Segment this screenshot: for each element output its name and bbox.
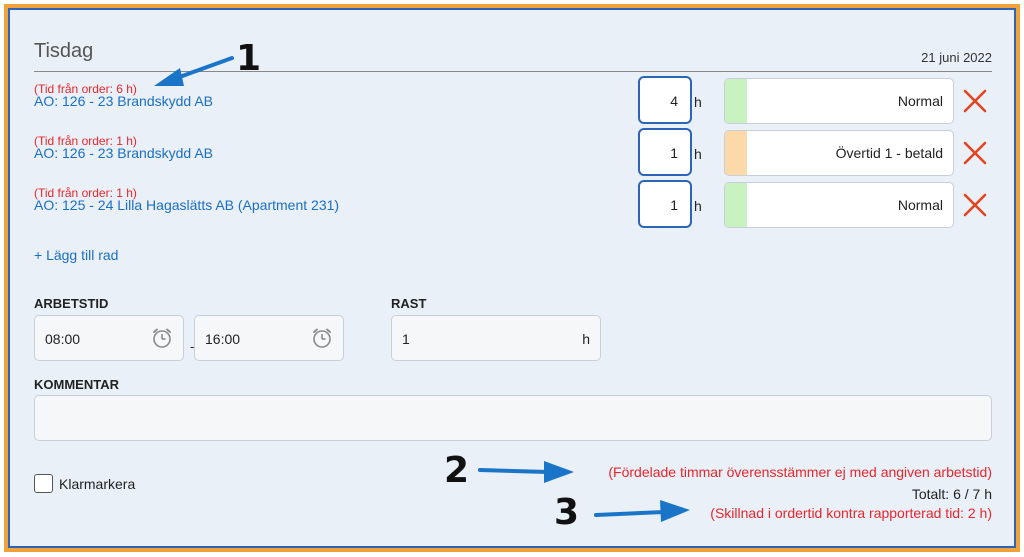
hours-unit: h <box>694 94 702 110</box>
hours-unit: h <box>694 146 702 162</box>
hours-input[interactable]: 1 <box>638 128 692 176</box>
day-card: Tisdag 21 juni 2022 (Tid från order: 6 h… <box>8 8 1016 548</box>
alarm-clock-icon[interactable] <box>311 327 333 349</box>
mismatch-warning: (Fördelade timmar överensstämmer ej med … <box>608 464 992 480</box>
comment-textarea[interactable] <box>34 395 992 441</box>
time-row: (Tid från order: 6 h) AO: 126 - 23 Brand… <box>34 76 992 132</box>
time-type-label: Normal <box>897 197 943 213</box>
day-title: Tisdag <box>34 40 94 62</box>
hours-unit: h <box>694 198 702 214</box>
break-value: 1 <box>402 331 410 347</box>
start-time-value: 08:00 <box>45 331 81 347</box>
order-link[interactable]: AO: 126 - 23 Brandskydd AB <box>34 93 213 109</box>
outer-frame: Tisdag 21 juni 2022 (Tid från order: 6 h… <box>4 4 1020 552</box>
difference-warning: (Skillnad i ordertid kontra rapporterad … <box>710 505 992 521</box>
annotation-arrow-1 <box>154 56 234 86</box>
comment-label: KOMMENTAR <box>34 377 119 392</box>
ready-label: Klarmarkera <box>59 476 136 492</box>
annotation-arrow-2 <box>478 461 574 483</box>
annotation-arrow-3 <box>594 500 690 522</box>
order-time-note: (Tid från order: 1 h) <box>34 134 137 148</box>
time-type-color <box>725 79 747 123</box>
worktime-label: ARBETSTID <box>34 296 109 311</box>
order-time-note: (Tid från order: 1 h) <box>34 186 137 200</box>
time-type-color <box>725 131 747 175</box>
alarm-clock-icon[interactable] <box>151 327 173 349</box>
annotation-number-2: 2 <box>444 450 470 491</box>
add-row-link[interactable]: + Lägg till rad <box>34 247 119 263</box>
day-date: 21 juni 2022 <box>921 50 992 65</box>
start-time-input[interactable]: 08:00 <box>34 315 184 361</box>
time-type-select[interactable]: Normal <box>724 78 954 124</box>
hours-input[interactable]: 4 <box>638 76 692 124</box>
remove-row-icon[interactable] <box>962 140 988 166</box>
break-label: RAST <box>391 296 427 311</box>
time-row: (Tid från order: 1 h) AO: 126 - 23 Brand… <box>34 128 992 184</box>
time-type-color <box>725 183 747 227</box>
remove-row-icon[interactable] <box>962 192 988 218</box>
order-link[interactable]: AO: 126 - 23 Brandskydd AB <box>34 145 213 161</box>
order-link[interactable]: AO: 125 - 24 Lilla Hagaslätts AB (Apartm… <box>34 197 340 213</box>
end-time-input[interactable]: 16:00 <box>194 315 344 361</box>
time-type-select[interactable]: Normal <box>724 182 954 228</box>
title-divider <box>34 71 992 72</box>
remove-row-icon[interactable] <box>962 88 988 114</box>
annotation-number-3: 3 <box>554 492 580 533</box>
break-unit: h <box>582 331 590 347</box>
time-row: (Tid från order: 1 h) AO: 125 - 24 Lilla… <box>34 180 992 236</box>
ready-checkbox[interactable] <box>34 474 53 493</box>
time-type-label: Övertid 1 - betald <box>835 145 943 161</box>
total-hours: Totalt: 6 / 7 h <box>911 486 992 502</box>
annotation-number-1: 1 <box>236 38 262 79</box>
time-separator: - <box>190 339 195 354</box>
order-time-note: (Tid från order: 6 h) <box>34 82 137 96</box>
hours-input[interactable]: 1 <box>638 180 692 228</box>
time-type-label: Normal <box>897 93 943 109</box>
break-input[interactable]: 1 h <box>391 315 601 361</box>
end-time-value: 16:00 <box>205 331 241 347</box>
time-type-select[interactable]: Övertid 1 - betald <box>724 130 954 176</box>
